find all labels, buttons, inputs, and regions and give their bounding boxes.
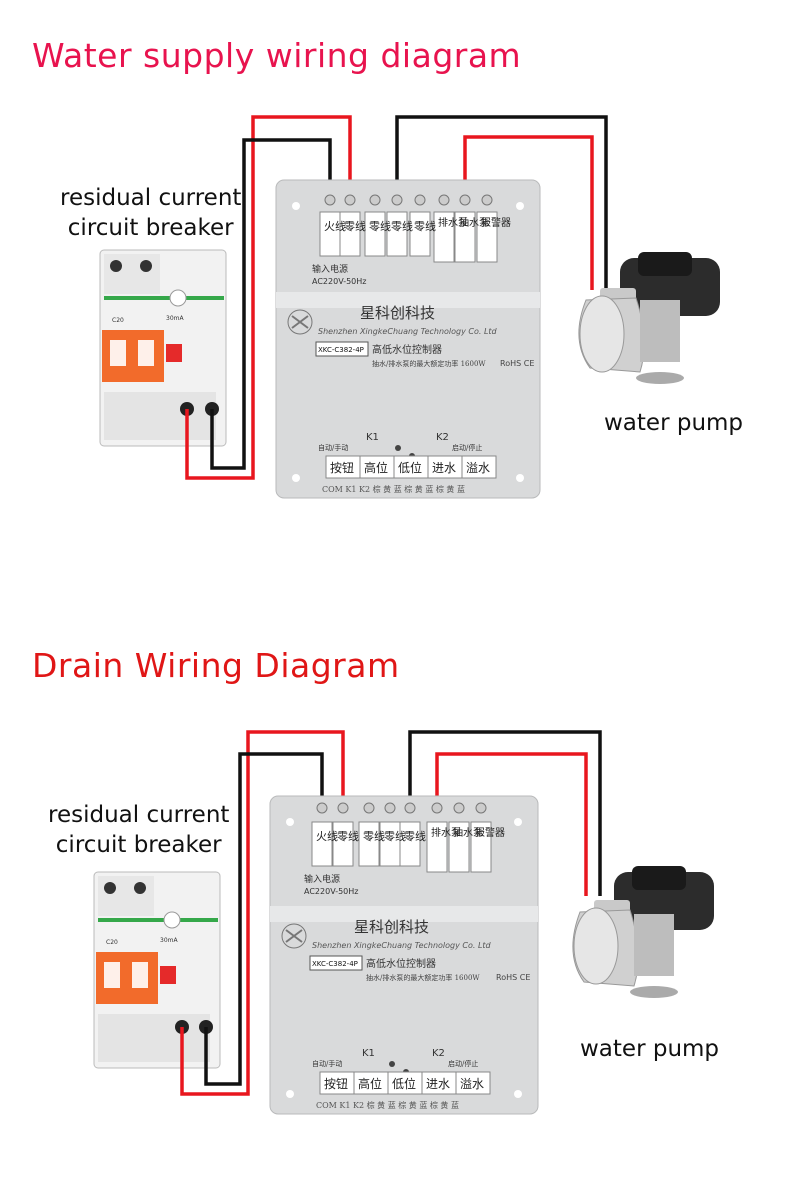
svg-text:星科创科技: 星科创科技 [354, 918, 429, 936]
svg-text:按钮: 按钮 [324, 1076, 348, 1091]
rcd-breaker: C20 30mA [93, 871, 221, 1069]
diagram-title: Drain Wiring Diagram [32, 646, 400, 685]
term-drain-pump: 排水泵 [431, 826, 461, 839]
svg-text:自动/手动: 自动/手动 [318, 443, 348, 452]
term-neutral-3: 零线 [391, 219, 413, 233]
term-live: 火线 [316, 829, 338, 843]
svg-text:C20: C20 [112, 317, 124, 324]
svg-text:RoHS CE: RoHS CE [496, 973, 530, 982]
svg-text:AC220V-50Hz: AC220V-50Hz [312, 277, 366, 286]
pump-label: water pump [604, 410, 744, 436]
wires [185, 115, 608, 480]
svg-text:K2: K2 [436, 432, 449, 443]
svg-text:低位: 低位 [398, 460, 422, 475]
svg-text:按钮: 按钮 [330, 460, 354, 475]
svg-text:COM K1 K2 棕 黄 蓝 棕 黄 蓝 棕 黄 蓝: COM K1 K2 棕 黄 蓝 棕 黄 蓝 棕 黄 蓝 [322, 484, 465, 494]
svg-text:高低水位控制器: 高低水位控制器 [372, 343, 442, 356]
term-neutral-2: 零线 [363, 829, 385, 843]
term-live: 火线 [324, 219, 346, 233]
svg-text:30mA: 30mA [166, 315, 184, 322]
wiring-illustration: C20 30mA 火 [93, 730, 714, 1115]
logo-icon [287, 309, 313, 335]
wiring-illustration: C20 30mA [99, 115, 720, 499]
term-neutral-2: 零线 [369, 219, 391, 233]
water-pump [572, 866, 714, 998]
svg-text:启动/停止: 启动/停止 [448, 1059, 478, 1068]
svg-text:溢水: 溢水 [460, 1077, 484, 1091]
water-pump [578, 252, 720, 384]
term-neutral-3: 零线 [384, 829, 406, 843]
logo-icon [281, 923, 307, 949]
svg-text:XKC-C382-4P: XKC-C382-4P [318, 346, 364, 354]
svg-text:Shenzhen XingkeChuang Technolo: Shenzhen XingkeChuang Technology Co. Ltd [318, 327, 498, 336]
svg-text:输入电源: 输入电源 [304, 873, 340, 885]
term-drain-pump: 排水泵 [438, 216, 468, 229]
svg-text:高位: 高位 [358, 1076, 382, 1091]
svg-text:K2: K2 [432, 1048, 445, 1059]
svg-text:溢水: 溢水 [466, 461, 490, 475]
breaker-label: residual current circuit breaker [60, 185, 242, 241]
svg-text:COM K1 K2 棕 黄 蓝 棕 黄 蓝 棕 黄 蓝: COM K1 K2 棕 黄 蓝 棕 黄 蓝 棕 黄 蓝 [316, 1100, 459, 1110]
svg-text:进水: 进水 [426, 1077, 450, 1091]
svg-text:高位: 高位 [364, 460, 388, 475]
svg-text:30mA: 30mA [160, 937, 178, 944]
term-neutral-1: 零线 [337, 829, 359, 843]
svg-text:自动/手动: 自动/手动 [312, 1059, 342, 1068]
svg-text:AC220V-50Hz: AC220V-50Hz [304, 887, 358, 896]
breaker-label: residual current circuit breaker [48, 802, 230, 858]
pump-label: water pump [580, 1036, 720, 1062]
term-supply-pump: 抽水泵 [459, 216, 489, 229]
diagram-drain: Drain Wiring Diagram C20 30mA [0, 614, 790, 1174]
term-neutral-4: 零线 [414, 219, 436, 233]
svg-text:Shenzhen XingkeChuang Technolo: Shenzhen XingkeChuang Technology Co. Ltd [312, 941, 492, 950]
term-neutral-4: 零线 [404, 829, 426, 843]
svg-text:高低水位控制器: 高低水位控制器 [366, 957, 436, 970]
svg-text:C20: C20 [106, 939, 118, 946]
svg-text:RoHS CE: RoHS CE [500, 359, 534, 368]
svg-text:抽水/排水泵的最大额定功率 1600W: 抽水/排水泵的最大额定功率 1600W [372, 359, 486, 368]
controller-box: 火线 零线 零线 零线 零线 排水泵 抽水泵 报警器 输入电源 AC220V-5… [275, 179, 541, 499]
svg-text:低位: 低位 [392, 1076, 416, 1091]
term-neutral-1: 零线 [344, 219, 366, 233]
wires [180, 730, 602, 1096]
svg-text:K1: K1 [366, 432, 379, 443]
svg-text:抽水/排水泵的最大额定功率 1600W: 抽水/排水泵的最大额定功率 1600W [366, 973, 480, 982]
svg-text:输入电源: 输入电源 [312, 263, 348, 275]
svg-text:进水: 进水 [432, 461, 456, 475]
rcd-breaker: C20 30mA [99, 249, 227, 447]
svg-text:星科创科技: 星科创科技 [360, 304, 435, 322]
controller-box: 火线 零线 零线 零线 零线 排水泵 抽水泵 报警器 输入电源 AC220V-5… [269, 795, 539, 1115]
svg-text:K1: K1 [362, 1048, 375, 1059]
term-supply-pump: 抽水泵 [453, 826, 483, 839]
svg-text:启动/停止: 启动/停止 [452, 443, 482, 452]
diagram-title: Water supply wiring diagram [32, 36, 522, 75]
svg-text:XKC-C382-4P: XKC-C382-4P [312, 960, 358, 968]
term-alarm: 报警器 [475, 826, 505, 839]
term-alarm: 报警器 [481, 216, 511, 229]
diagram-water-supply: Water supply wiring diagram C20 30mA [0, 0, 790, 560]
